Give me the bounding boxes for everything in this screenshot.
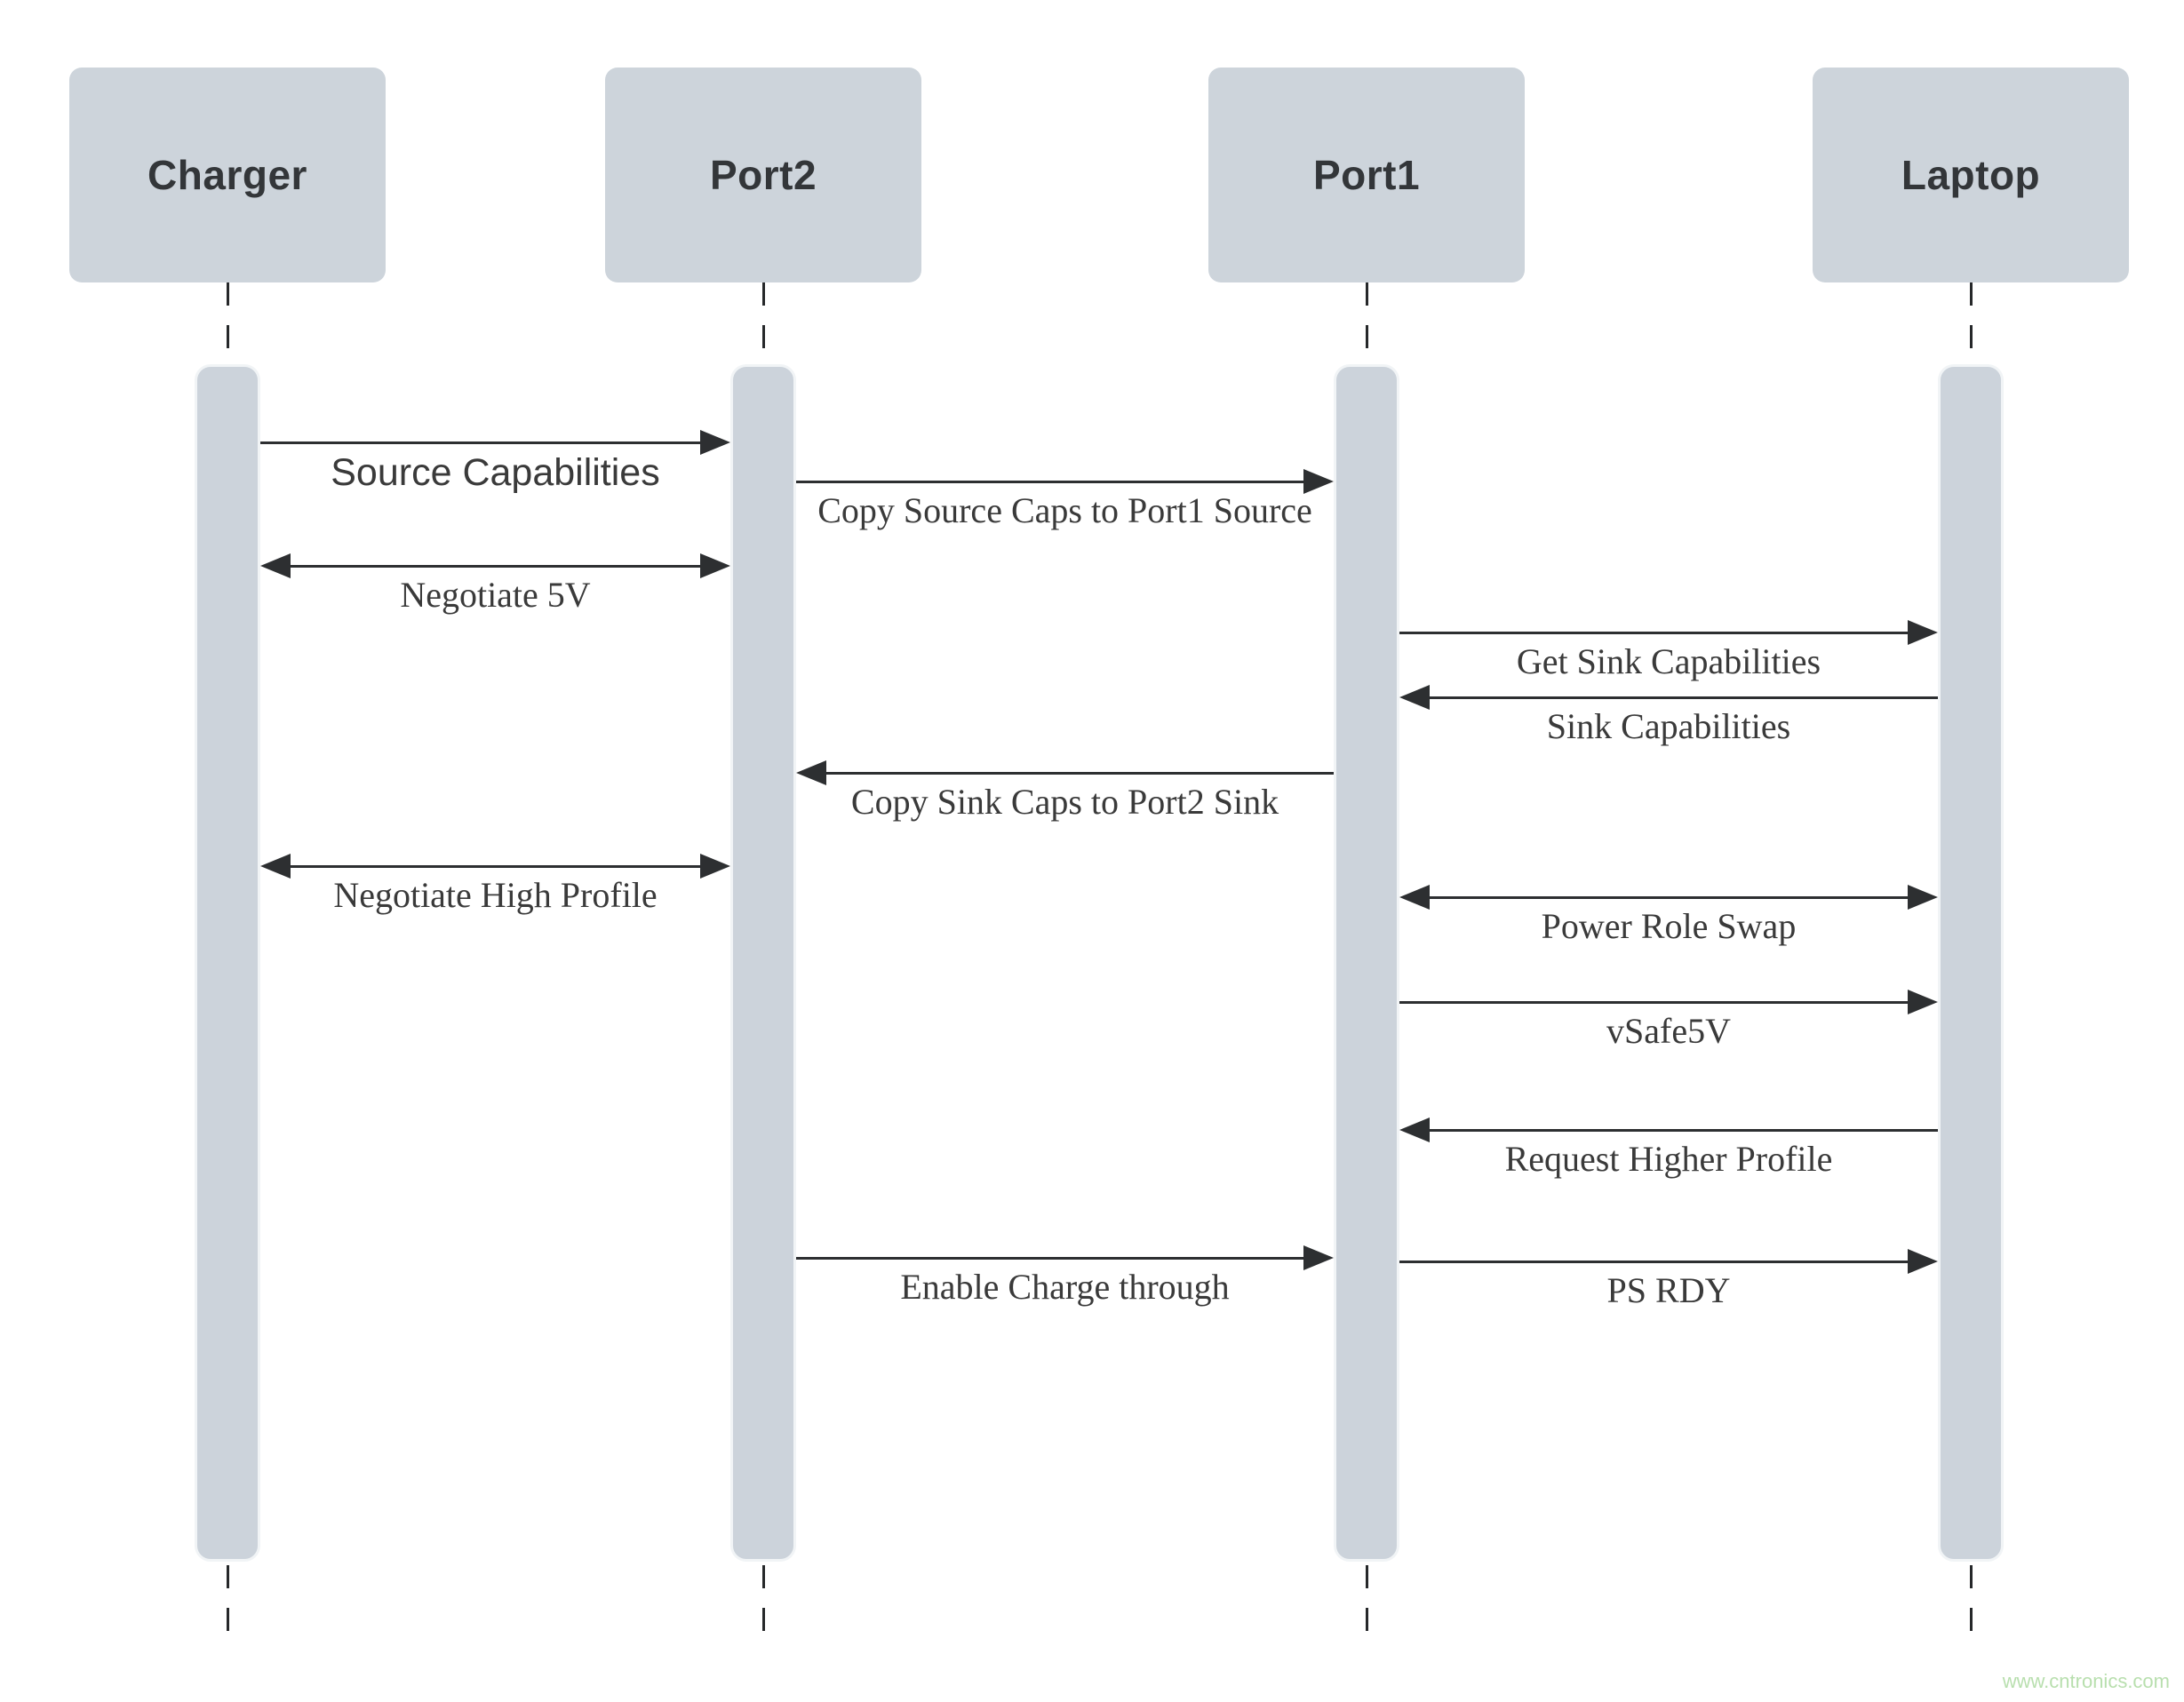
arrowhead-right-negotiate-5v [700, 553, 730, 578]
message-line-get-sink-capabilities [1399, 631, 1913, 634]
lifeline-charger-top [226, 282, 229, 364]
actor-box-port1: Port1 [1208, 68, 1525, 282]
actor-label-port2: Port2 [709, 152, 817, 198]
message-line-power-role-swap [1424, 895, 1913, 899]
actor-box-port2: Port2 [605, 68, 921, 282]
message-label-sink-capabilities: Sink Capabilities [1546, 706, 1791, 746]
message-label-ps-rdy: PS RDY [1606, 1270, 1731, 1310]
lifeline-port2-top [761, 282, 765, 364]
actor-label-port1: Port1 [1312, 152, 1421, 198]
actor-label-laptop: Laptop [1901, 152, 2041, 198]
activation-bar-charger [195, 364, 260, 1562]
message-line-request-higher-profile [1424, 1128, 1938, 1132]
actor-label-charger: Charger [147, 152, 307, 198]
activation-bar-laptop [1938, 364, 2004, 1562]
message-line-source-capabilities [260, 441, 705, 444]
lifeline-charger-bottom [226, 1565, 229, 1636]
message-line-copy-source-caps-to-port1-source [796, 480, 1309, 483]
arrowhead-right-get-sink-capabilities [1908, 620, 1938, 645]
message-label-copy-source-caps-to-port1-source: Copy Source Caps to Port1 Source [817, 490, 1312, 530]
message-label-vsafe5v: vSafe5V [1606, 1011, 1731, 1051]
arrowhead-left-negotiate-high-profile [260, 854, 291, 879]
message-label-negotiate-5v: Negotiate 5V [400, 575, 591, 615]
arrowhead-left-copy-sink-caps-to-port2-sink [796, 760, 826, 785]
arrowhead-right-copy-source-caps-to-port1-source [1303, 469, 1334, 494]
message-line-ps-rdy [1399, 1260, 1913, 1263]
arrowhead-right-power-role-swap [1908, 885, 1938, 910]
message-line-copy-sink-caps-to-port2-sink [821, 771, 1334, 775]
message-label-copy-sink-caps-to-port2-sink: Copy Sink Caps to Port2 Sink [850, 782, 1279, 822]
arrowhead-right-negotiate-high-profile [700, 854, 730, 879]
message-line-negotiate-high-profile [285, 864, 705, 868]
message-line-vsafe5v [1399, 1000, 1913, 1004]
message-line-sink-capabilities [1424, 696, 1938, 699]
lifeline-port1-top [1365, 282, 1368, 364]
arrowhead-left-request-higher-profile [1399, 1117, 1430, 1142]
arrowhead-left-sink-capabilities [1399, 685, 1430, 710]
message-label-get-sink-capabilities: Get Sink Capabilities [1516, 641, 1821, 681]
arrowhead-right-ps-rdy [1908, 1249, 1938, 1274]
actor-box-charger: Charger [69, 68, 386, 282]
actor-box-laptop: Laptop [1813, 68, 2129, 282]
arrowhead-right-enable-charge-through [1303, 1245, 1334, 1270]
arrowhead-right-source-capabilities [700, 430, 730, 455]
message-label-source-capabilities: Source Capabilities [331, 451, 660, 494]
message-label-negotiate-high-profile: Negotiate High Profile [333, 875, 658, 915]
activation-bar-port1 [1334, 364, 1399, 1562]
watermark: www.cntronics.com [2002, 1670, 2170, 1692]
lifeline-port1-bottom [1365, 1565, 1368, 1636]
activation-bar-port2 [730, 364, 796, 1562]
arrowhead-left-negotiate-5v [260, 553, 291, 578]
lifeline-laptop-bottom [1969, 1565, 1973, 1636]
lifeline-laptop-top [1969, 282, 1973, 364]
message-line-negotiate-5v [285, 564, 705, 568]
message-label-power-role-swap: Power Role Swap [1541, 906, 1797, 946]
lifeline-port2-bottom [761, 1565, 765, 1636]
arrowhead-right-vsafe5v [1908, 990, 1938, 1014]
message-label-request-higher-profile: Request Higher Profile [1504, 1139, 1833, 1179]
message-label-enable-charge-through: Enable Charge through [900, 1267, 1230, 1307]
message-line-enable-charge-through [796, 1256, 1309, 1260]
arrowhead-left-power-role-swap [1399, 885, 1430, 910]
